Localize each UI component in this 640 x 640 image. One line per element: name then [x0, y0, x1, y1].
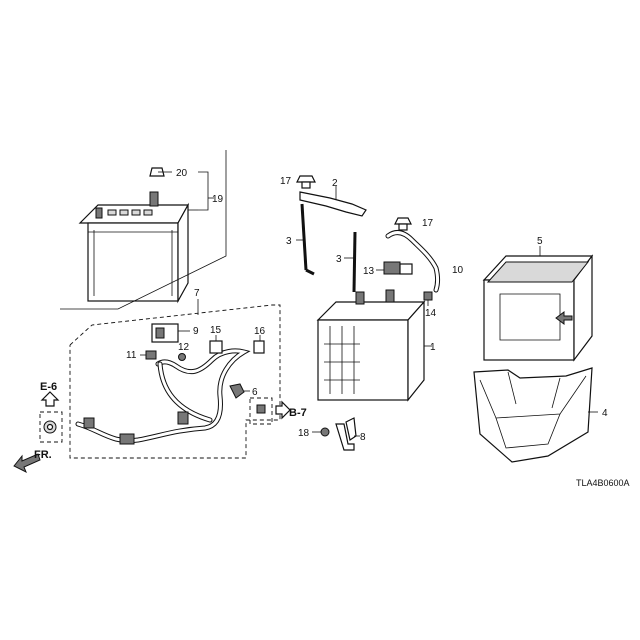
callout-19: 19 — [212, 194, 224, 205]
callout-10: 10 — [452, 265, 464, 276]
reference-e6-label: E-6 — [40, 381, 57, 393]
callout-9: 9 — [193, 326, 199, 337]
callout-12: 12 — [178, 342, 190, 353]
callout-2: 2 — [332, 178, 338, 189]
callout-17-right: 17 — [422, 218, 434, 229]
battery-1 — [316, 289, 432, 402]
callout-20: 20 — [176, 168, 188, 179]
battery-tray-4 — [473, 367, 598, 463]
callout-1: 1 — [430, 342, 436, 353]
callout-3-right: 3 — [336, 254, 342, 265]
callout-7: 7 — [194, 288, 200, 299]
bracket-8-bolt-18 — [312, 417, 360, 451]
front-direction-arrow — [13, 453, 41, 474]
callout-11: 11 — [126, 350, 137, 361]
callout-16: 16 — [254, 326, 266, 337]
callout-4: 4 — [602, 408, 608, 419]
battery-assembly-19 — [78, 167, 214, 304]
callout-15: 15 — [210, 325, 222, 336]
callout-6: 6 — [252, 387, 258, 398]
battery-box-5 — [482, 246, 594, 362]
section-divider — [60, 150, 227, 310]
sub-harness-group-7 — [43, 299, 281, 459]
diagram-code: TLA4B0600A — [576, 478, 630, 488]
reference-b7-label: B-7 — [289, 407, 307, 419]
battery-hold-down-parts — [296, 175, 440, 306]
reference-e6 — [39, 391, 63, 443]
callout-18: 18 — [298, 428, 310, 439]
front-direction-label: FR. — [34, 449, 52, 461]
callout-3-left: 3 — [286, 236, 292, 247]
callout-13: 13 — [363, 266, 375, 277]
callout-14: 14 — [425, 308, 437, 319]
reference-b7 — [249, 397, 291, 425]
callout-8: 8 — [360, 432, 366, 443]
callout-5: 5 — [537, 236, 543, 247]
callout-17-left: 17 — [280, 176, 292, 187]
